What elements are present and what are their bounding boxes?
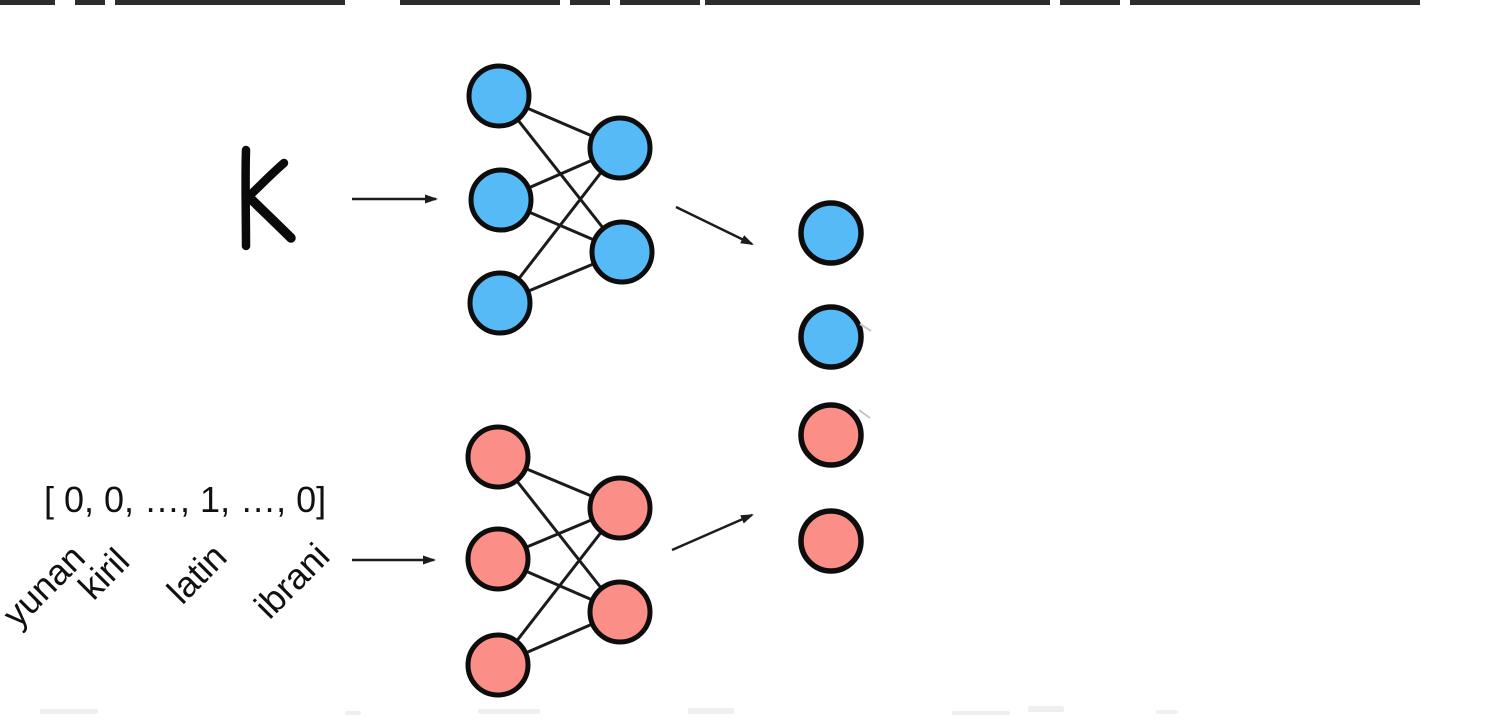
network-node [587,475,653,541]
ink-smudge [1156,710,1178,714]
network-node [466,63,532,129]
faint-pen-mark [859,323,872,332]
ink-smudge [40,709,98,714]
ink-smudge [688,708,734,714]
network-node [468,167,534,233]
network-node [587,579,653,645]
character-network [466,63,655,336]
network-edge [496,507,622,666]
network-node [589,219,655,285]
output-node-blue [798,304,864,370]
network-node [465,632,531,698]
output-node-red [798,402,864,468]
ink-smudge [345,711,361,715]
output-node-column [798,200,864,574]
one-hot-vector-text: [ 0, 0, …, 1, …, 0] [44,479,327,520]
category-network [465,424,653,698]
network-node [467,270,533,336]
handwritten-input-character [241,145,296,251]
ink-smudge [1028,706,1064,712]
arrow-network-to-red-outputs [671,513,754,552]
arrow-network-to-blue-outputs [675,205,754,246]
network-edge [498,147,622,304]
ink-smudge [478,709,540,714]
output-node-blue [798,200,864,266]
network-node [465,424,531,490]
ink-smudge [952,711,1010,715]
network-node [465,526,531,592]
output-node-red [798,508,864,574]
faint-pen-mark [858,409,871,419]
network-node [587,115,653,181]
